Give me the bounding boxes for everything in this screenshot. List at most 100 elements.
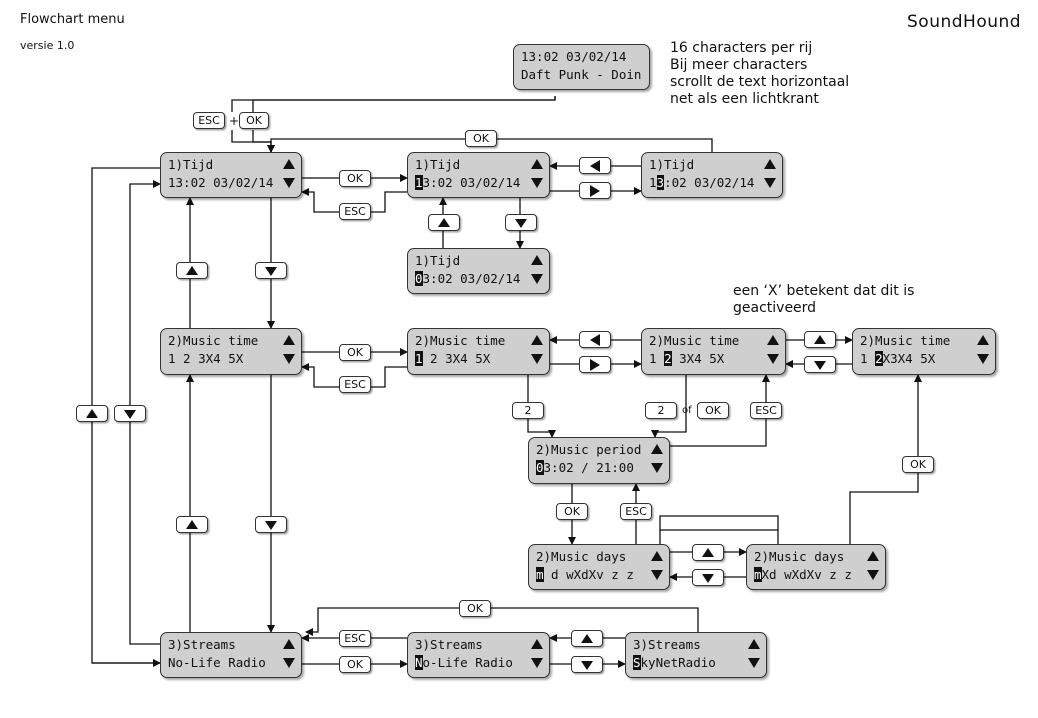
lcd-line1: 2)Music time [649, 333, 740, 348]
ok-button[interactable]: OK [459, 600, 491, 617]
cursor: 2 [875, 351, 883, 366]
lcd-text: X3X4 5X [882, 351, 936, 366]
lcd-text: 3:02 03/02/14 [422, 271, 521, 286]
lcd-line2: 13:02 03/02/14 [415, 175, 521, 190]
right-arrow-button[interactable] [579, 356, 611, 373]
up-arrow-button[interactable] [176, 262, 208, 279]
scroll-up-icon [651, 551, 663, 561]
lcd-streams-menu: 3)Streams No-Life Radio [160, 632, 302, 678]
esc-button[interactable]: ESC [339, 376, 371, 393]
scroll-down-icon [977, 354, 989, 364]
lcd-line2: SkyNetRadio [633, 655, 716, 670]
up-arrow-button[interactable] [571, 630, 603, 647]
lcd-line2: Daft Punk - Doin [521, 67, 642, 82]
digit-2-button[interactable]: 2 [512, 402, 544, 419]
scroll-down-icon [531, 274, 543, 284]
down-arrow-button[interactable] [255, 516, 287, 533]
cursor: 1 [415, 175, 423, 190]
lcd-line2: 1 2 3X4 5X [168, 351, 244, 366]
lcd-music-period: 2)Music period 03:02 / 21:00 [528, 437, 670, 484]
lcd-line2: 1 2 3X4 5X [415, 351, 491, 366]
lcd-music-days-2: 2)Music days mXd wXdXv z z [746, 544, 886, 590]
lcd-start-screen: 13:02 03/02/14 Daft Punk - Doin [513, 44, 650, 90]
ok-button[interactable]: OK [339, 656, 371, 673]
arrow-down-icon [814, 360, 826, 370]
lcd-line1: 1)Tijd [649, 157, 695, 172]
arrow-up-icon [186, 519, 198, 529]
scroll-up-icon [977, 335, 989, 345]
esc-button[interactable]: ESC [193, 112, 225, 129]
ok-button[interactable]: OK [465, 130, 497, 147]
arrow-down-icon [265, 520, 277, 530]
arrow-right-icon [590, 184, 600, 197]
lcd-text: 3:02 03/02/14 [422, 175, 521, 190]
scroll-down-icon [531, 178, 543, 188]
note-x-activated: een ‘X’ betekent dat dit is geactiveerd [733, 283, 914, 317]
arrow-down-icon [515, 218, 527, 228]
right-arrow-button[interactable] [579, 182, 611, 199]
scroll-up-icon [531, 335, 543, 345]
down-arrow-button[interactable] [692, 569, 724, 586]
lcd-line1: 1)Tijd [415, 253, 461, 268]
left-arrow-button[interactable] [579, 157, 611, 174]
lcd-tijd-menu: 1)Tijd 13:02 03/02/14 [160, 152, 302, 198]
arrow-left-icon [590, 333, 600, 346]
up-arrow-button[interactable] [804, 331, 836, 348]
lcd-text: 3X4 5X [671, 351, 725, 366]
esc-button[interactable]: ESC [339, 630, 371, 647]
lcd-text: 2 3X4 5X [422, 351, 491, 366]
arrow-up-icon [186, 265, 198, 275]
lcd-line2: mXd wXdXv z z [754, 567, 852, 582]
note-line: een ‘X’ betekent dat dit is [733, 283, 915, 299]
lcd-line1: 1)Tijd [415, 157, 461, 172]
up-arrow-button[interactable] [76, 405, 108, 422]
ok-button[interactable]: OK [697, 402, 729, 419]
lcd-text: 1 [860, 351, 876, 366]
cursor: m [754, 567, 762, 582]
note-line: net als een lichtkrant [670, 91, 819, 107]
ok-button[interactable]: OK [239, 112, 269, 129]
lcd-text: 1 [649, 175, 657, 190]
esc-button[interactable]: ESC [339, 203, 371, 220]
lcd-music-edit-1: 2)Music time 1 2 3X4 5X [407, 328, 550, 375]
lcd-line2: 1 2 3X4 5X [649, 351, 725, 366]
scroll-up-icon [283, 335, 295, 345]
lcd-line1: 2)Music time [860, 333, 951, 348]
scroll-up-icon [531, 639, 543, 649]
lcd-tijd-edit-1: 1)Tijd 13:02 03/02/14 [407, 152, 550, 198]
esc-button[interactable]: ESC [750, 402, 782, 419]
down-arrow-button[interactable] [571, 656, 603, 673]
lcd-line2: m d wXdXv z z [536, 567, 634, 582]
cursor: 3 [656, 175, 665, 190]
down-arrow-button[interactable] [114, 405, 146, 422]
down-arrow-button[interactable] [505, 214, 537, 231]
lcd-line1: 2)Music period [536, 442, 642, 457]
scroll-up-icon [767, 335, 779, 345]
scroll-down-icon [651, 463, 663, 473]
lcd-line1: 2)Music time [168, 333, 259, 348]
arrow-down-icon [702, 573, 714, 583]
up-arrow-button[interactable] [176, 516, 208, 533]
digit-2-button[interactable]: 2 [645, 402, 677, 419]
cursor: S [633, 655, 641, 670]
ok-button[interactable]: OK [339, 344, 371, 361]
lcd-line2: 1 2X3X4 5X [860, 351, 936, 366]
ok-button[interactable]: OK [902, 456, 934, 473]
scroll-up-icon [748, 639, 760, 649]
down-arrow-button[interactable] [255, 262, 287, 279]
lcd-line1: 3)Streams [415, 637, 483, 652]
lcd-line1: 2)Music days [536, 549, 627, 564]
cursor: 2 [664, 351, 672, 366]
down-arrow-button[interactable] [804, 356, 836, 373]
scroll-down-icon [867, 570, 879, 580]
left-arrow-button[interactable] [579, 331, 611, 348]
ok-button[interactable]: OK [556, 503, 588, 520]
lcd-text: o-Life Radio [422, 655, 513, 670]
up-arrow-button[interactable] [428, 214, 460, 231]
up-arrow-button[interactable] [692, 544, 724, 561]
lcd-music-menu: 2)Music time 1 2 3X4 5X [160, 328, 302, 375]
arrow-left-icon [590, 159, 600, 172]
esc-button[interactable]: ESC [620, 503, 652, 520]
ok-button[interactable]: OK [339, 170, 371, 187]
arrow-up-icon [438, 217, 450, 227]
